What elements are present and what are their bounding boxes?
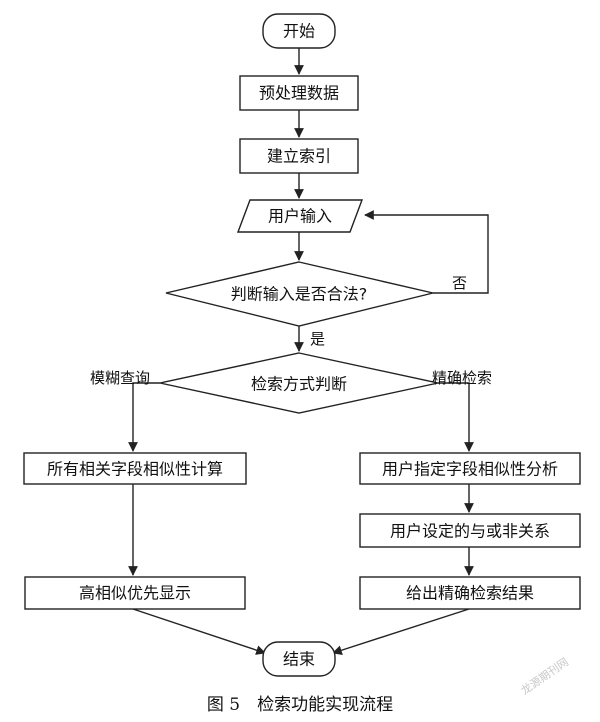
node-exact-result — [359, 576, 581, 610]
node-end-label: 结束 — [283, 650, 315, 669]
edge-exactresult-end — [332, 608, 470, 655]
edge-label-yes: 是 — [310, 330, 325, 348]
node-input-label: 用户输入 — [268, 207, 332, 226]
node-exact-logic-label: 用户设定的与或非关系 — [390, 522, 550, 541]
node-mode — [159, 352, 439, 414]
edge-mode-fuzzy — [128, 382, 160, 452]
node-fuzzy-show — [24, 576, 246, 610]
edge-label-fuzzy: 模糊查询 — [90, 369, 150, 387]
node-input — [236, 199, 364, 233]
node-mode-label: 检索方式判断 — [251, 375, 347, 394]
node-fuzzy-calc — [23, 452, 247, 485]
edge-validate-no — [364, 210, 489, 294]
node-fuzzy-calc-label: 所有相关字段相似性计算 — [47, 460, 223, 479]
edge-label-exact: 精确检索 — [432, 369, 492, 387]
node-preprocess-label: 预处理数据 — [259, 84, 339, 103]
figure-caption: 图 5 检索功能实现流程 — [206, 695, 394, 715]
edge-fuzzyshow-end — [132, 608, 266, 655]
node-exact-field-label: 用户指定字段相似性分析 — [382, 460, 558, 479]
node-preprocess — [239, 75, 359, 111]
edge-mode-exact — [438, 382, 474, 452]
node-exact-result-label: 给出精确检索结果 — [406, 584, 534, 603]
node-end — [262, 641, 336, 677]
node-start — [262, 13, 336, 49]
node-validate-label: 判断输入是否合法? — [231, 285, 368, 304]
node-exact-field — [359, 452, 581, 485]
node-start-label: 开始 — [283, 22, 315, 41]
node-validate — [165, 261, 434, 327]
edge-label-no: 否 — [452, 274, 467, 292]
node-exact-logic — [359, 513, 581, 548]
node-index-label: 建立索引 — [267, 147, 331, 166]
node-index — [239, 138, 359, 174]
node-fuzzy-show-label: 高相似优先显示 — [79, 584, 191, 603]
